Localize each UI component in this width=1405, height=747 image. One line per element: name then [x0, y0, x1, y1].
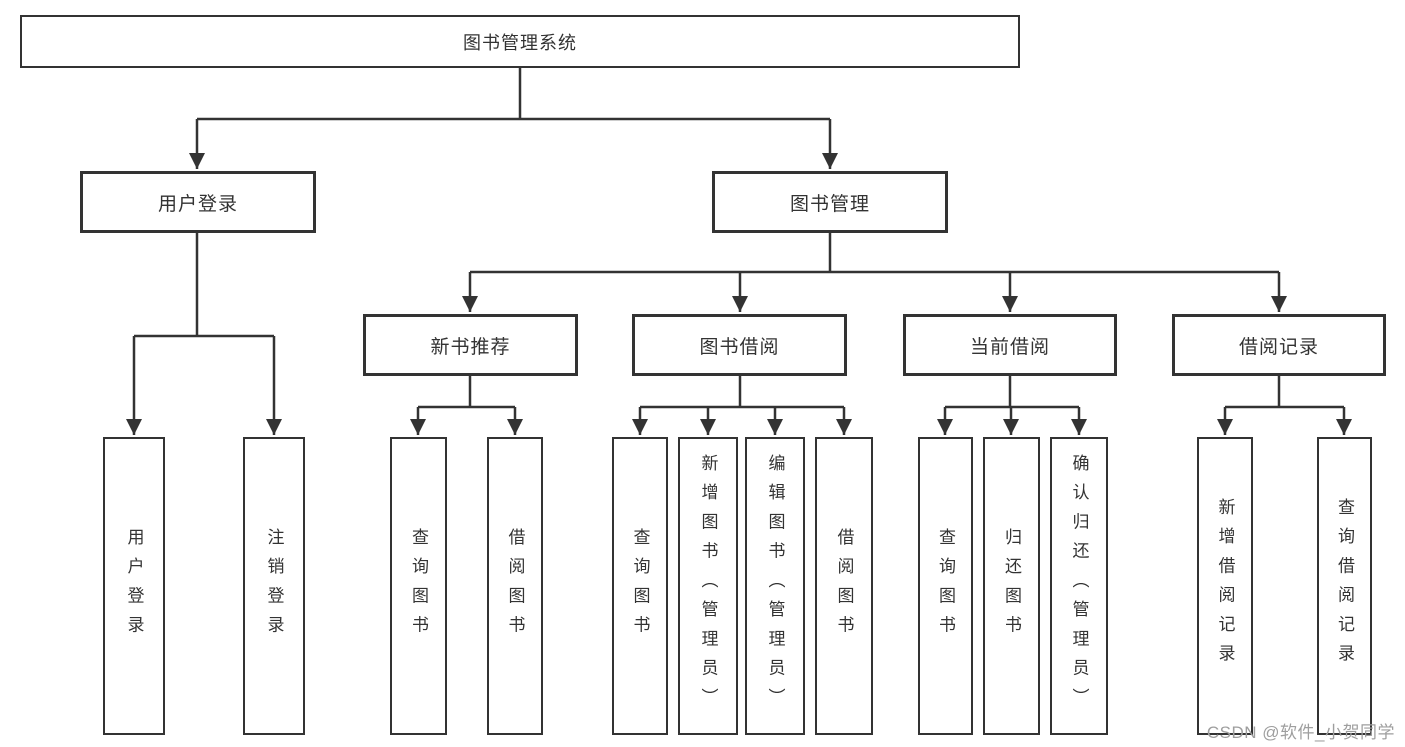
- leaf-new-rec-query-books: 查询图书: [390, 437, 447, 735]
- node-book-mgmt-label: 图书管理: [789, 193, 870, 215]
- connector-trunk-book-borrow: [640, 376, 844, 409]
- leaf-current-return-books-label: 归还图书: [1002, 527, 1021, 645]
- leaf-borrow-borrow-books-label: 借阅图书: [834, 527, 854, 645]
- leaf-current-query-books-label: 查询图书: [936, 527, 955, 645]
- watermark-text: CSDN @软件_小贺同学: [1206, 723, 1395, 742]
- leaf-borrow-add-books-admin: 新增图书（管理员）: [678, 437, 738, 735]
- node-current-borrow: 当前借阅: [903, 314, 1117, 376]
- leaf-current-confirm-return-admin: 确认归还（管理员）: [1050, 437, 1108, 735]
- node-current-borrow-label: 当前借阅: [969, 336, 1050, 358]
- connector-trunk-root: [197, 68, 830, 121]
- node-book-borrow-label: 图书借阅: [699, 336, 780, 358]
- connector-trunk-records: [1225, 376, 1344, 409]
- node-new-book-rec: 新书推荐: [363, 314, 578, 376]
- leaf-borrow-borrow-books: 借阅图书: [815, 437, 873, 735]
- leaf-records-query-record-label: 查询借阅记录: [1335, 498, 1354, 674]
- node-borrow-records: 借阅记录: [1172, 314, 1386, 376]
- leaf-user-login-label: 用户登录: [124, 527, 144, 645]
- node-borrow-records-label: 借阅记录: [1238, 336, 1319, 358]
- leaf-current-query-books: 查询图书: [918, 437, 973, 735]
- leaf-new-rec-borrow-books: 借阅图书: [487, 437, 543, 735]
- leaf-current-confirm-return-admin-label: 确认归还（管理员）: [1069, 454, 1089, 718]
- leaf-borrow-edit-books-admin-label: 编辑图书（管理员）: [765, 454, 785, 718]
- node-root: 图书管理系统: [20, 15, 1020, 68]
- connector-trunk-user-login: [134, 233, 274, 338]
- leaf-borrow-edit-books-admin: 编辑图书（管理员）: [745, 437, 805, 735]
- node-book-mgmt: 图书管理: [712, 171, 948, 233]
- leaf-borrow-query-books: 查询图书: [612, 437, 668, 735]
- leaf-records-add-record-label: 新增借阅记录: [1215, 498, 1235, 674]
- leaf-records-query-record: 查询借阅记录: [1317, 437, 1372, 735]
- node-book-borrow: 图书借阅: [632, 314, 847, 376]
- leaf-borrow-query-books-label: 查询图书: [630, 527, 650, 645]
- leaf-logout: 注销登录: [243, 437, 305, 735]
- leaf-borrow-add-books-admin-label: 新增图书（管理员）: [698, 454, 718, 718]
- connector-trunk-book-mgmt: [470, 233, 1279, 274]
- leaf-user-login: 用户登录: [103, 437, 165, 735]
- leaf-new-rec-query-books-label: 查询图书: [409, 527, 428, 645]
- connector-trunk-current-borrow: [945, 376, 1079, 409]
- leaf-records-add-record: 新增借阅记录: [1197, 437, 1253, 735]
- node-new-book-rec-label: 新书推荐: [430, 336, 511, 358]
- connector-trunk-new-rec: [418, 376, 515, 409]
- leaf-new-rec-borrow-books-label: 借阅图书: [505, 527, 525, 645]
- leaf-current-return-books: 归还图书: [983, 437, 1040, 735]
- node-user-login-label: 用户登录: [157, 193, 238, 215]
- node-root-label: 图书管理系统: [463, 32, 577, 53]
- node-user-login: 用户登录: [80, 171, 316, 233]
- leaf-logout-label: 注销登录: [264, 527, 284, 645]
